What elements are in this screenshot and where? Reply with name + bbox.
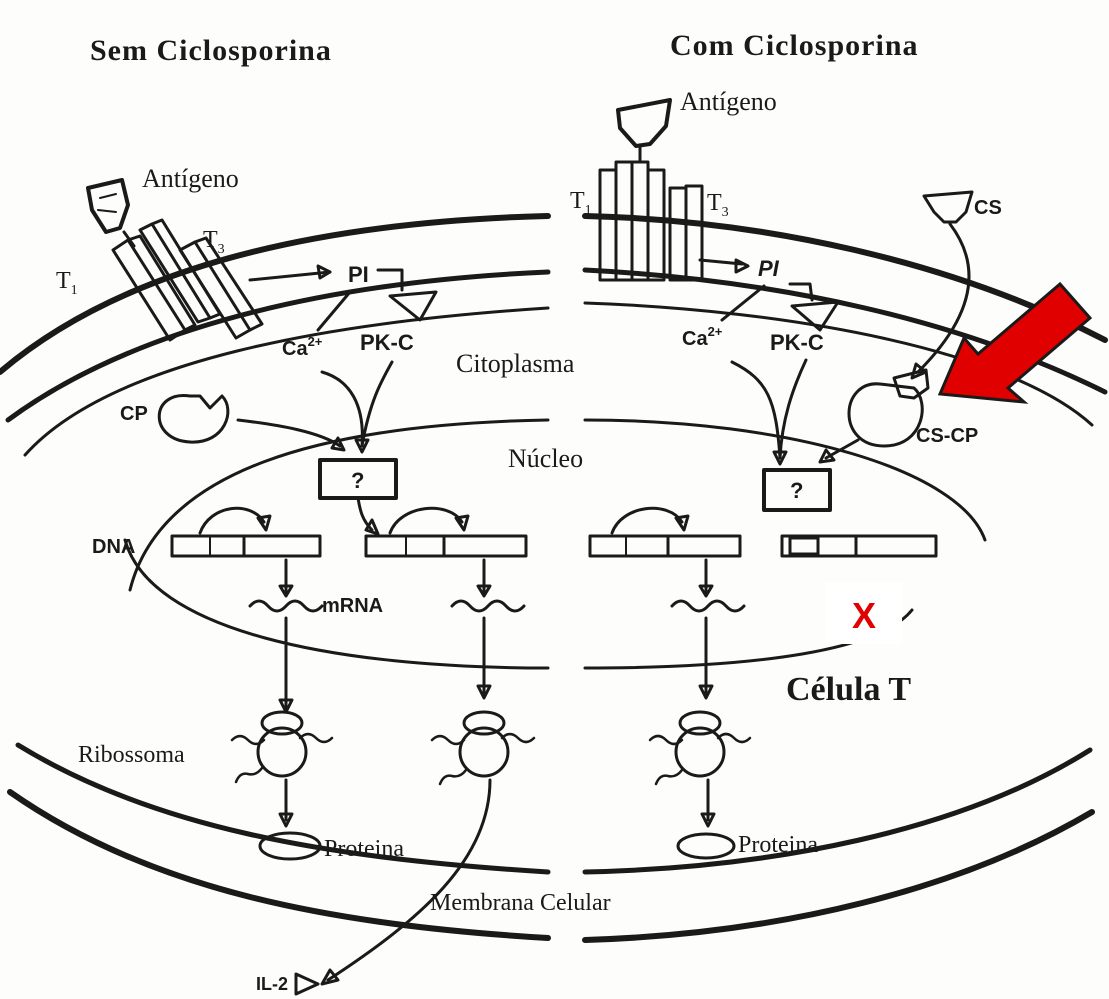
- antigen-left-label: Antígeno: [142, 164, 239, 193]
- antigen-right-label: Antígeno: [680, 87, 777, 116]
- pkc-receptor-right-icon: [792, 302, 838, 330]
- protein-right-label: Proteina: [738, 832, 818, 858]
- cell-label: Célula T: [786, 671, 911, 708]
- arrowhead-pi-right: [736, 260, 748, 272]
- cell-membrane: [0, 216, 1105, 940]
- factor-right-label: ?: [790, 478, 803, 503]
- gene-2: [366, 508, 526, 556]
- ca-left-label: Ca2+: [282, 334, 323, 360]
- ca-right-label: Ca2+: [682, 324, 723, 350]
- il2-secretion-path: [328, 780, 490, 980]
- t1-left-label: T1: [56, 268, 78, 298]
- antigen-left-icon: [88, 180, 128, 232]
- ribosome-label: Ribossoma: [78, 742, 185, 768]
- tcr-complex-right: [600, 146, 702, 280]
- pkc-left-label: PK-C: [360, 330, 414, 355]
- blocked-transcription-mark: X: [852, 595, 876, 636]
- il2-label: IL-2: [256, 974, 288, 994]
- heading-without-cyclosporine: Sem Ciclosporina: [90, 34, 332, 67]
- ribosome-1-icon: [232, 712, 332, 782]
- t3-right-label: T3: [707, 190, 729, 220]
- cs-cp-label: CS-CP: [916, 425, 978, 447]
- ca-to-factor-right: [732, 362, 780, 458]
- membrane-bottom-outer-right: [585, 812, 1092, 940]
- protein-left-label: Proteina: [324, 836, 404, 862]
- factor-left-label: ?: [351, 468, 364, 493]
- gene-3: [590, 508, 740, 556]
- nucleus-label: Núcleo: [508, 444, 583, 473]
- mrna-label: mRNA: [322, 595, 383, 617]
- cs-cp-complex-icon: [849, 384, 922, 446]
- pi-left-label: PI: [348, 262, 369, 287]
- arrowhead-factor-gene-left: [366, 520, 378, 534]
- pkc-right-label: PK-C: [770, 330, 824, 355]
- nuclear-outer-left-top: [25, 308, 548, 455]
- t1-right-label: T1: [570, 188, 592, 218]
- mrna-3-icon: [672, 601, 744, 611]
- antigen-right-icon: [618, 100, 670, 146]
- membrane-inner-left: [8, 272, 548, 420]
- cyclophilin-left-icon: [159, 396, 228, 443]
- mrna-1-icon: [250, 601, 322, 611]
- pi-right-label: PI: [758, 256, 780, 281]
- tcr-complex-left: [113, 220, 262, 340]
- ca-to-factor-left: [322, 372, 362, 446]
- mrna-2-icon: [452, 601, 524, 611]
- t3-left-label: T3: [203, 227, 225, 257]
- gene-4-blocked: [782, 536, 936, 556]
- cp-label: CP: [120, 403, 148, 425]
- pkc-receptor-left-icon: [390, 292, 436, 320]
- dna-label: DNA: [92, 536, 135, 558]
- protein-right-icon: [678, 834, 734, 858]
- ribosome-2-icon: [432, 712, 534, 784]
- il2-molecule-icon: [296, 974, 318, 994]
- heading-with-cyclosporine: Com Ciclosporina: [670, 29, 919, 62]
- gene-1: [172, 508, 320, 556]
- cyclosporine-molecule-icon: [924, 192, 972, 222]
- cs-label: CS: [974, 197, 1002, 219]
- pkc-to-factor-right: [780, 360, 806, 458]
- membrane-label: Membrana Celular: [430, 890, 611, 916]
- ribosome-3-icon: [650, 712, 750, 784]
- cytoplasm-label: Citoplasma: [456, 349, 575, 378]
